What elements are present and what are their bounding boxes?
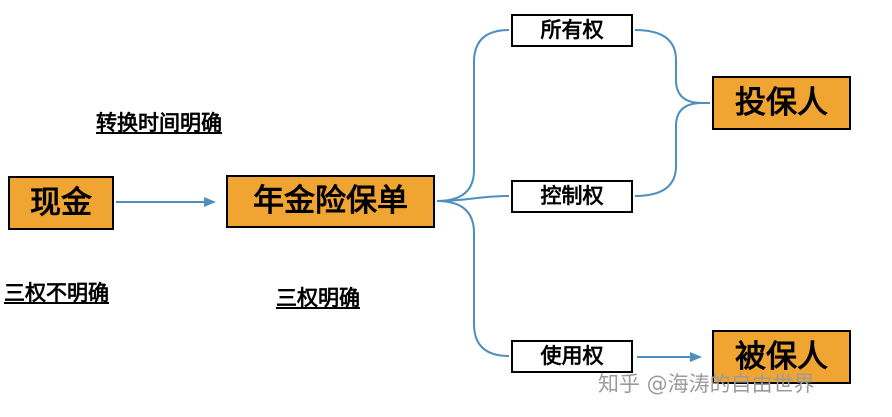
node-cash: 现金 xyxy=(8,176,114,230)
connector-policy-to-usage xyxy=(436,200,510,357)
annotation-three-rights-unclear: 三权不明确 xyxy=(4,281,109,305)
node-control: 控制权 xyxy=(511,180,633,213)
node-policyholder: 投保人 xyxy=(712,76,851,130)
connector-policy-to-ownership xyxy=(436,29,510,202)
zhihu-watermark: 知乎 @海涛的自由世界 xyxy=(598,372,815,396)
node-policy: 年金险保单 xyxy=(226,175,435,228)
connector-ownership-to-policyholder xyxy=(634,29,710,104)
annotation-three-rights-clear: 三权明确 xyxy=(276,286,360,310)
node-ownership: 所有权 xyxy=(511,14,633,47)
annotation-conversion-time: 转换时间明确 xyxy=(96,111,222,135)
node-usage: 使用权 xyxy=(511,340,633,373)
connector-control-to-policyholder xyxy=(634,102,703,197)
node-insured: 被保人 xyxy=(712,330,851,384)
connector-policy-to-control xyxy=(436,195,510,202)
